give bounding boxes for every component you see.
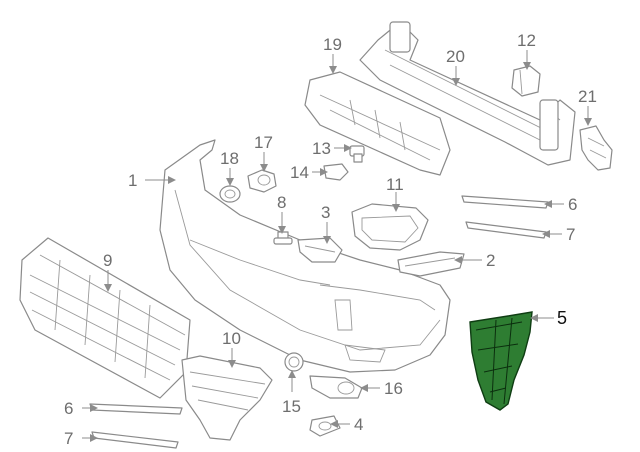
fog-bezel-part [309,375,363,399]
callout-bracket-right: 2 [486,251,495,270]
molding-left-parts [89,403,183,449]
sensor-part [247,169,277,193]
callout-bolt: 13 [312,139,331,158]
bolt-part [349,145,365,163]
callout-grille: 9 [103,251,112,270]
callout-lamp-bezel: 11 [386,175,404,194]
callout-sensor: 17 [254,133,273,152]
bracket-right-part [397,251,465,277]
molding-right-parts [461,195,549,239]
callout-molding-upper-left: 6 [64,399,73,418]
callout-screw: 8 [277,193,286,212]
reinforcement-part [359,21,576,166]
callout-molding-lower-right: 7 [566,225,575,244]
side-support-highlighted-part [469,311,533,411]
callout-cap: 15 [282,397,301,416]
grommet-part [219,185,241,203]
grille-part [19,237,191,399]
mount-bracket-part [579,125,613,171]
callout-fog-bezel: 16 [384,379,403,398]
callout-absorber: 19 [323,35,342,54]
absorber-part [304,71,451,176]
callout-molding-lower-left: 7 [64,429,73,448]
callout-bumper-insert: 12 [517,31,536,50]
callout-grommet: 18 [220,149,239,168]
callout-bumper-cover: 1 [128,171,137,190]
leader-lines [82,50,592,442]
callout-reinforcement: 20 [446,47,465,66]
callout-labels: 1 2 3 4 5 6 7 6 7 8 9 10 11 12 13 14 15 … [64,31,597,448]
lamp-bezel-part [351,203,429,251]
callout-mount-bracket: 21 [578,87,597,106]
callout-side-support: 5 [557,308,567,328]
fog-grille-part [181,355,273,441]
hook-cover-part [309,415,341,437]
clip-part [323,163,349,181]
callout-clip: 14 [290,163,309,182]
callout-bracket-center: 3 [321,203,330,222]
screw-part [273,231,293,245]
callout-fog-grille: 10 [222,329,241,348]
callout-hook-cover: 4 [354,415,363,434]
callout-molding-upper-right: 6 [568,195,577,214]
cap-part [284,352,304,372]
bumper-insert-part [511,65,541,97]
